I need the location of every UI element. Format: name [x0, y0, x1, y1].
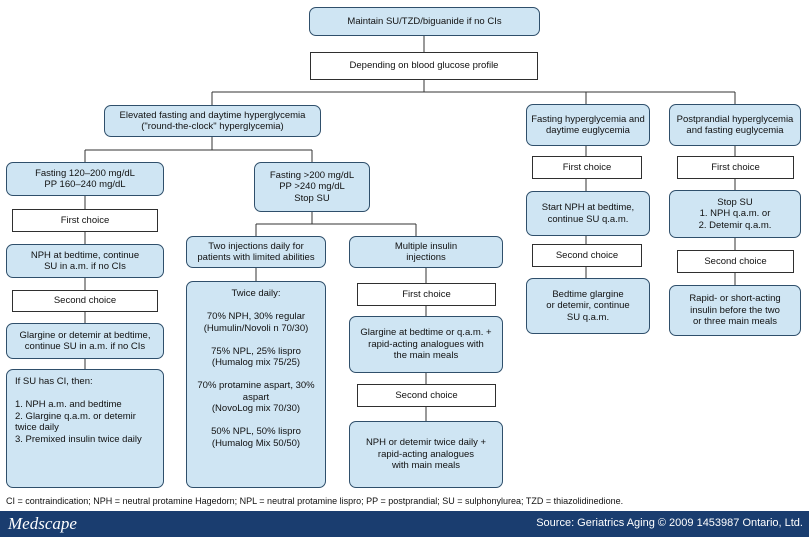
glargine-qam-box: Glargine at bedtime or q.a.m. + rapid-ac…	[349, 316, 503, 373]
footer-bar: Medscape Source: Geriatrics Aging © 2009…	[0, 511, 809, 537]
fasting-200-box: Fasting >200 mg/dL PP >240 mg/dL Stop SU	[254, 162, 370, 212]
fasting-first-choice-box: First choice	[532, 156, 642, 179]
nph-detemir-twice-box: NPH or detemir twice daily + rapid-actin…	[349, 421, 503, 488]
bedtime-glargine-box: Bedtime glargine or detemir, continue SU…	[526, 278, 650, 334]
fasting-120-box: Fasting 120–200 mg/dL PP 160–240 mg/dL	[6, 162, 164, 196]
twice-daily-box: Twice daily: 70% NPH, 30% regular (Humul…	[186, 281, 326, 488]
left-second-choice-box: Second choice	[12, 290, 158, 312]
middle-first-choice-box: First choice	[357, 283, 496, 306]
postprandial-box: Postprandial hyperglycemia and fasting e…	[669, 104, 801, 146]
postprandial-second-choice-box: Second choice	[677, 250, 794, 273]
medscape-logo[interactable]: Medscape	[8, 514, 77, 533]
glargine-bedtime-box: Glargine or detemir at bedtime, continue…	[6, 323, 164, 359]
nph-bedtime-box: NPH at bedtime, continue SU in a.m. if n…	[6, 244, 164, 278]
postprandial-first-choice-box: First choice	[677, 156, 794, 179]
multiple-injections-box: Multiple insulin injections	[349, 236, 503, 268]
rapid-acting-box: Rapid- or short-acting insulin before th…	[669, 285, 801, 336]
profile-box: Depending on blood glucose profile	[310, 52, 538, 80]
stop-su-box: Stop SU 1. NPH q.a.m. or 2. Detemir q.a.…	[669, 190, 801, 238]
abbreviations-footnote: CI = contraindication; NPH = neutral pro…	[6, 496, 624, 506]
two-injections-box: Two injections daily for patients with l…	[186, 236, 326, 268]
middle-second-choice-box: Second choice	[357, 384, 496, 407]
root-box: Maintain SU/TZD/biguanide if no CIs	[309, 7, 540, 36]
start-nph-box: Start NPH at bedtime, continue SU q.a.m.	[526, 191, 650, 236]
left-first-choice-box: First choice	[12, 209, 158, 232]
if-su-ci-box: If SU has CI, then: 1. NPH a.m. and bedt…	[6, 369, 164, 488]
fasting-euglycemia-box: Fasting hyperglycemia and daytime euglyc…	[526, 104, 650, 146]
source-credit: Source: Geriatrics Aging © 2009 1453987 …	[536, 517, 803, 529]
elevated-box: Elevated fasting and daytime hyperglycem…	[104, 105, 321, 137]
fasting-second-choice-box: Second choice	[532, 244, 642, 267]
